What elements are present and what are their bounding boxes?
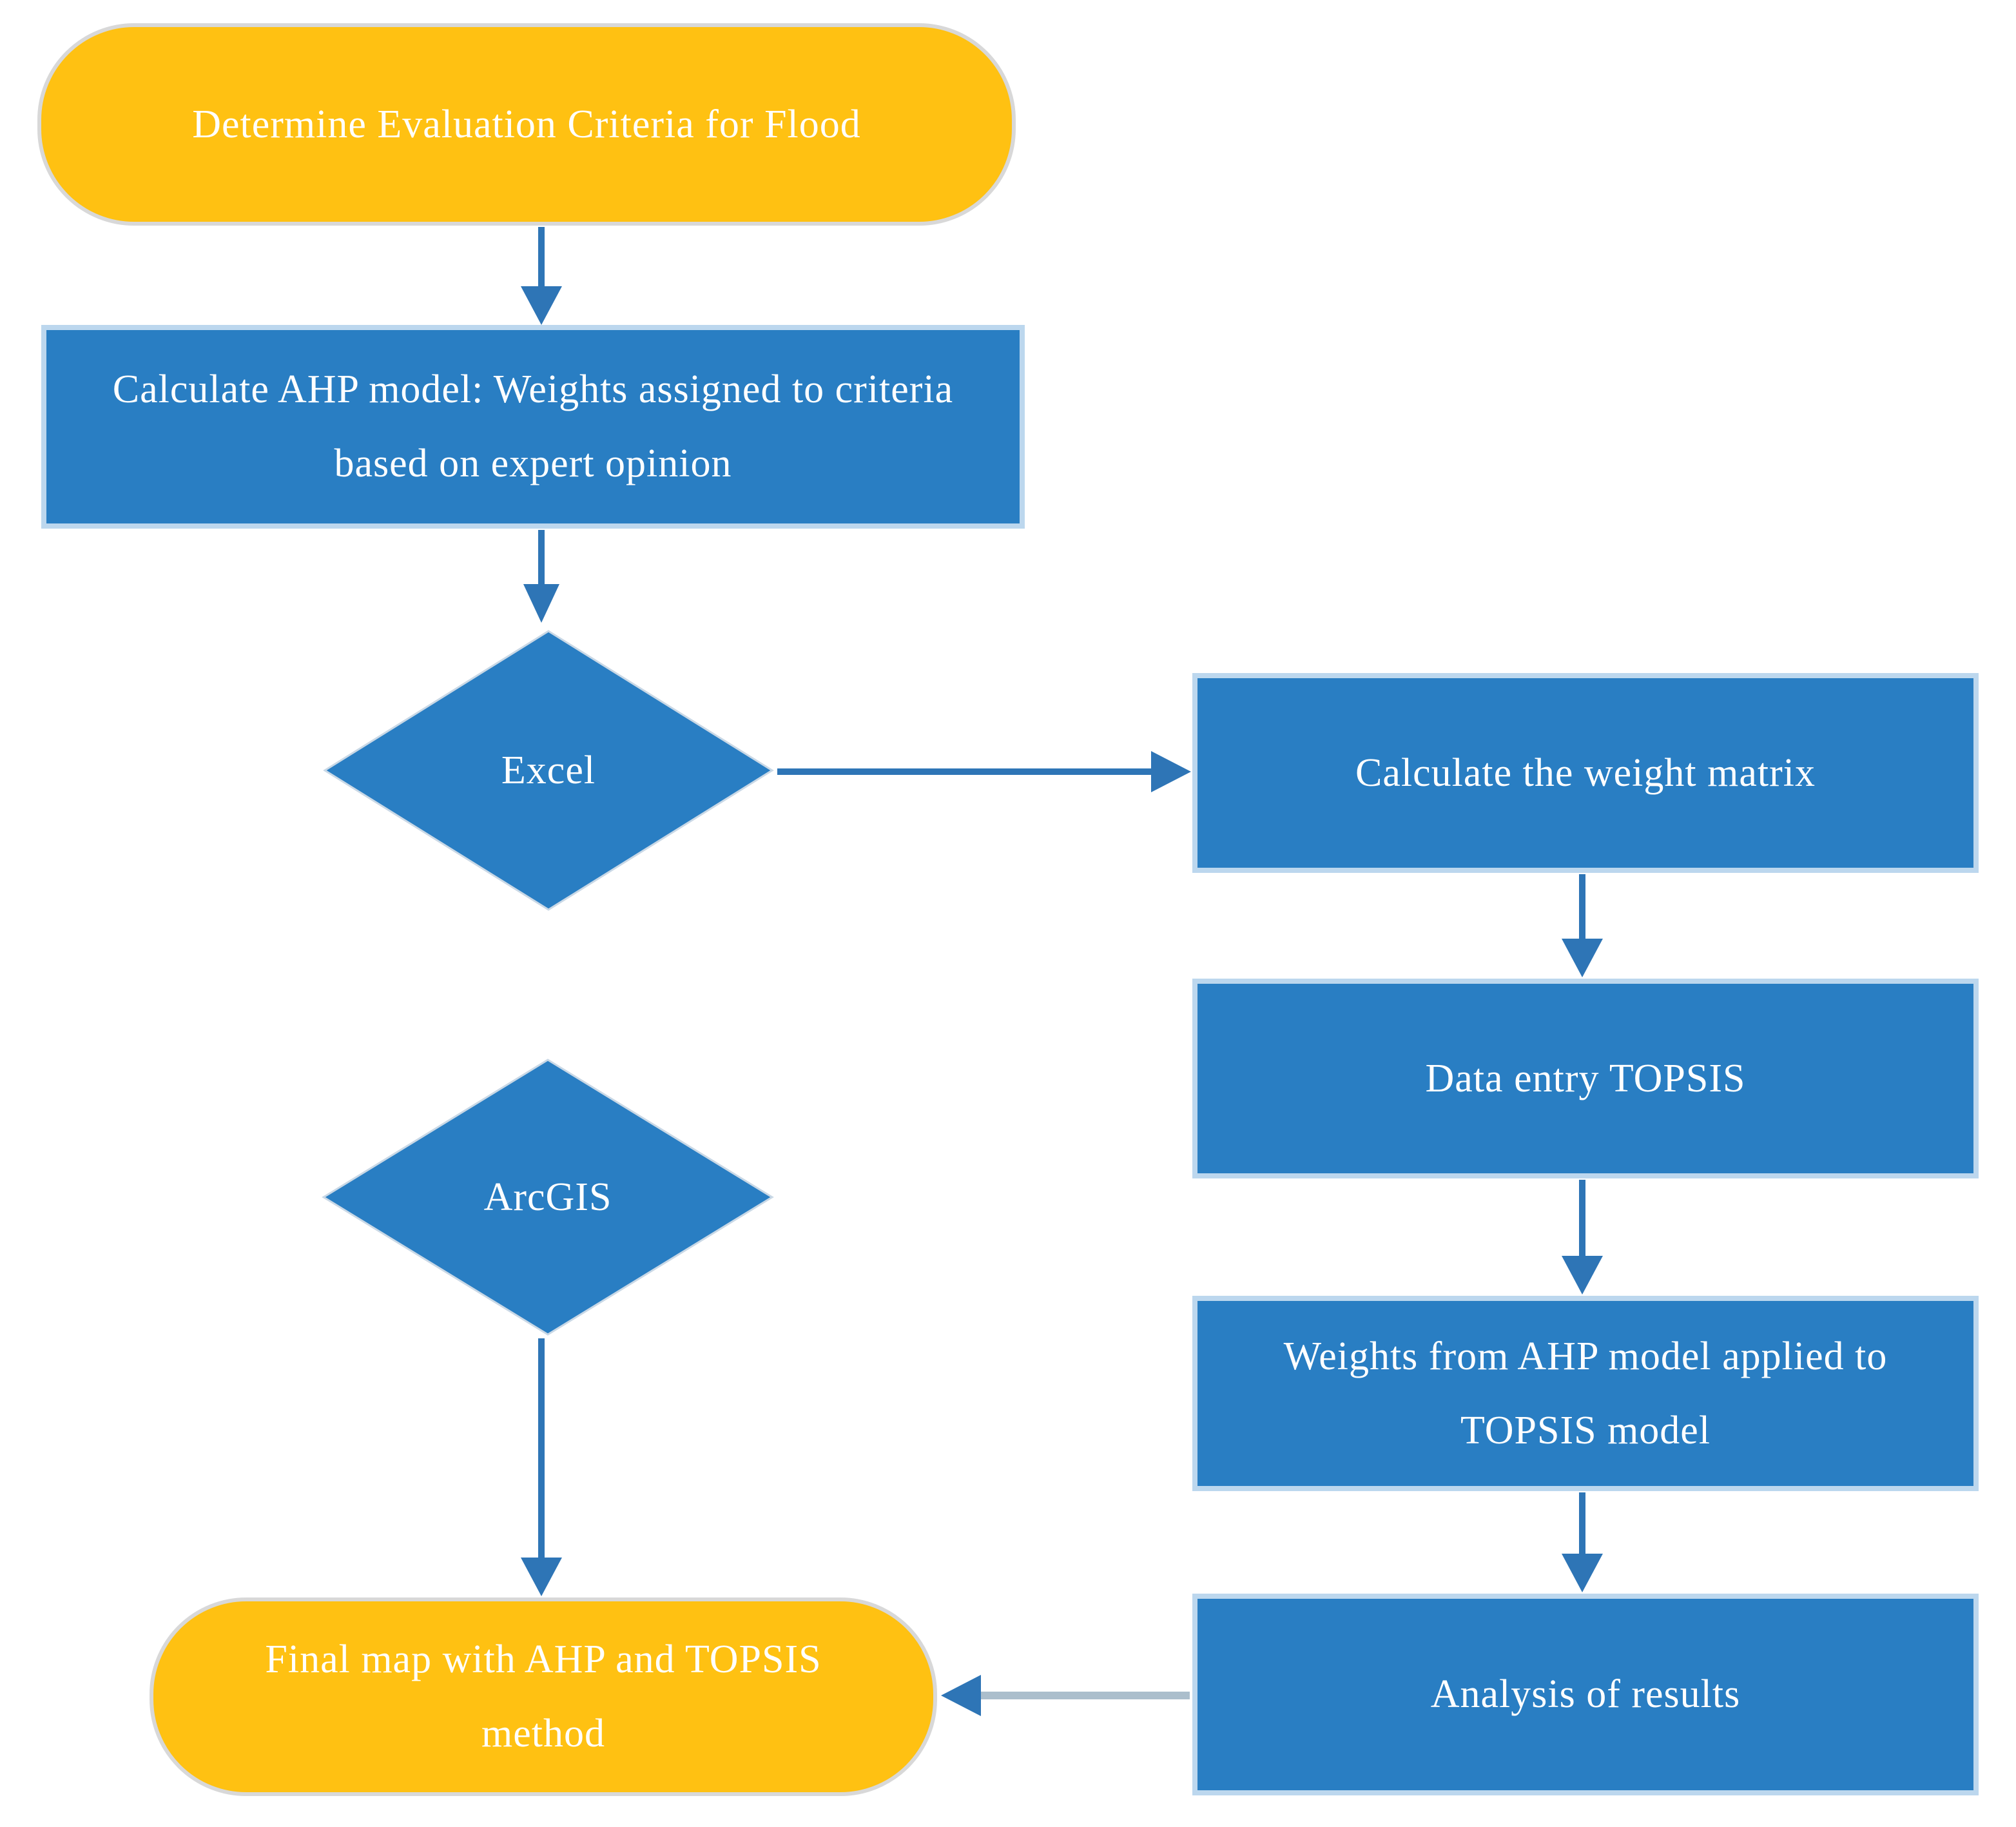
node-excel-label: Excel — [501, 748, 596, 792]
node-data-entry-label: Data entry TOPSIS — [1425, 1056, 1746, 1100]
node-start-terminator: Determine Evaluation Criteria for Flood — [37, 23, 1016, 226]
node-final-terminator: Final map with AHP and TOPSIS method — [150, 1597, 937, 1796]
node-ahp-process: Calculate AHP model: Weights assigned to… — [41, 325, 1025, 529]
diamond-shape — [322, 1059, 774, 1336]
diamond-shape — [323, 630, 774, 911]
node-data-entry-process: Data entry TOPSIS — [1192, 979, 1979, 1178]
node-excel-decision: Excel — [322, 629, 775, 912]
diamond-polygon — [323, 630, 774, 911]
node-weights-applied-process: Weights from AHP model applied to TOPSIS… — [1192, 1296, 1979, 1491]
node-weight-matrix-label: Calculate the weight matrix — [1355, 750, 1816, 795]
edge-data-entry-to-weights-applied — [1562, 1180, 1603, 1295]
edge-start-to-ahp — [521, 227, 562, 325]
node-weights-applied-label: Weights from AHP model applied to TOPSIS… — [1283, 1334, 1888, 1452]
edge-weights-applied-to-analysis — [1562, 1492, 1603, 1592]
edge-analysis-to-final — [941, 1675, 1190, 1716]
node-final-label: Final map with AHP and TOPSIS method — [265, 1637, 822, 1755]
node-analysis-process: Analysis of results — [1192, 1594, 1979, 1795]
node-ahp-label: Calculate AHP model: Weights assigned to… — [112, 367, 954, 485]
edge-excel-to-weight-matrix — [777, 751, 1191, 792]
node-weight-matrix-process: Calculate the weight matrix — [1192, 673, 1979, 873]
diamond-polygon — [322, 1059, 774, 1336]
node-start-label: Determine Evaluation Criteria for Flood — [192, 102, 861, 146]
node-arcgis-decision: ArcGIS — [321, 1057, 775, 1337]
edge-weight-matrix-to-data-entry — [1562, 874, 1603, 977]
edge-ahp-to-excel — [523, 530, 559, 623]
node-arcgis-label: ArcGIS — [483, 1175, 612, 1219]
edge-arcgis-to-final — [521, 1338, 562, 1596]
node-analysis-label: Analysis of results — [1430, 1672, 1741, 1717]
